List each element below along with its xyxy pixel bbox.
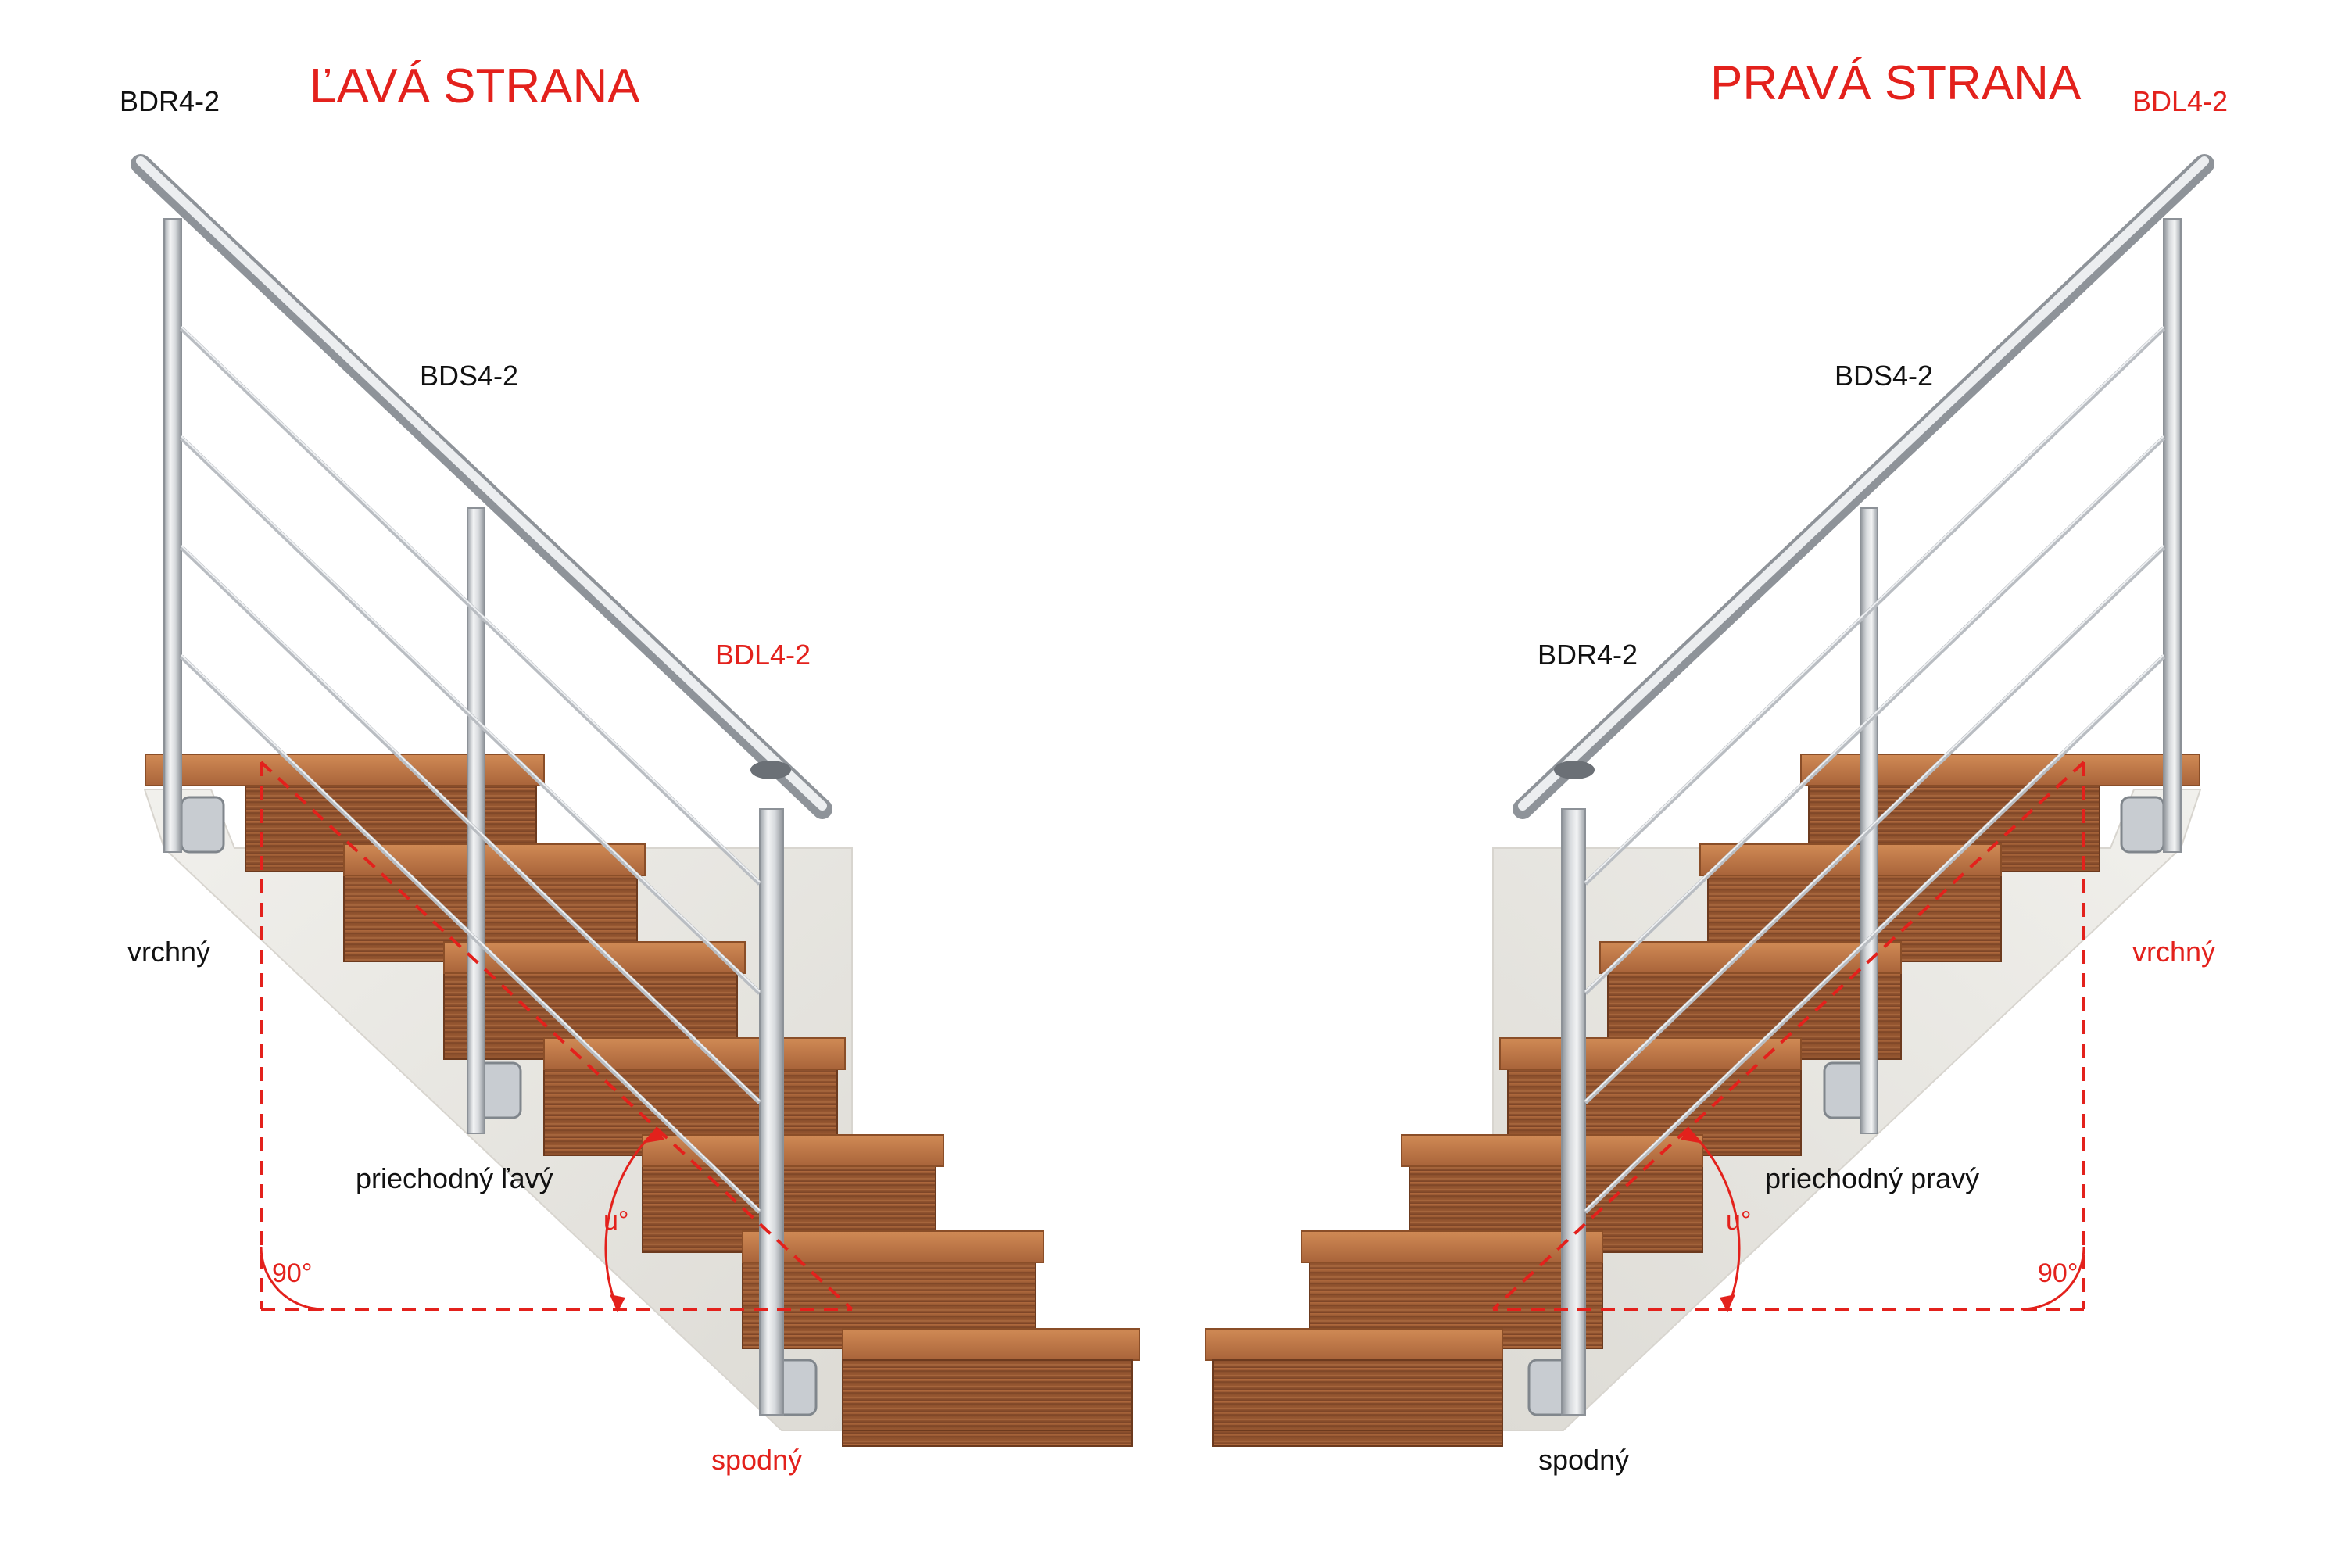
left-label-bottom: spodný bbox=[711, 1444, 803, 1476]
right-wall-bracket-1 bbox=[2120, 796, 2165, 854]
left-bottom-block bbox=[842, 1359, 1133, 1431]
left-bottom-post-code: BDL4-2 bbox=[715, 639, 811, 671]
right-slope-arrow-top bbox=[1681, 1126, 1699, 1143]
left-top-post-code: BDR4-2 bbox=[120, 85, 220, 117]
left-infill-rod-highlight-1 bbox=[181, 326, 761, 883]
right-post-2 bbox=[1860, 507, 1878, 1134]
left-infill-rod-3 bbox=[179, 545, 762, 1104]
right-label-top: vrchný bbox=[2132, 936, 2216, 968]
right-slope-angle-label: u° bbox=[1726, 1206, 1752, 1236]
left-label-passthrough: priechodný ľavý bbox=[356, 1162, 553, 1194]
right-step-2-tread bbox=[1699, 843, 2002, 876]
left-infill-rod-highlight-3 bbox=[181, 545, 761, 1102]
right-bottom-block bbox=[1212, 1359, 1503, 1431]
right-step-4-tread bbox=[1499, 1037, 1802, 1070]
right-infill-rod-highlight-4 bbox=[1584, 654, 2164, 1212]
left-right-angle-label: 90° bbox=[272, 1258, 313, 1288]
right-side-title: PRAVÁ STRANA bbox=[1710, 56, 2082, 110]
right-right-angle-label: 90° bbox=[2038, 1258, 2078, 1288]
left-post-1 bbox=[163, 218, 182, 853]
right-bottom-post-code: BDR4-2 bbox=[1538, 639, 1638, 671]
right-step-7-tread bbox=[1205, 1328, 1503, 1361]
right-infill-rod-2 bbox=[1583, 435, 2166, 995]
right-label-bottom: spodný bbox=[1538, 1444, 1630, 1476]
right-post-1 bbox=[2163, 218, 2182, 853]
right-infill-rod-highlight-2 bbox=[1584, 435, 2164, 993]
left-infill-rod-highlight-2 bbox=[181, 435, 761, 993]
right-slope-arrow-bottom bbox=[1720, 1294, 1735, 1312]
right-infill-rod-highlight-3 bbox=[1584, 545, 2164, 1102]
left-infill-rod-1 bbox=[179, 326, 762, 886]
left-slope-guide bbox=[260, 761, 854, 1311]
right-infill-rod-1 bbox=[1583, 326, 2166, 886]
left-post-3 bbox=[759, 808, 784, 1416]
left-middle-post-code: BDS4-2 bbox=[420, 360, 519, 392]
left-infill-rod-2 bbox=[179, 435, 762, 995]
left-staircase bbox=[131, 154, 1140, 1447]
left-slope-arrow-top bbox=[646, 1126, 664, 1143]
right-infill-rod-4 bbox=[1583, 654, 2166, 1214]
left-label-top: vrchný bbox=[127, 936, 211, 968]
left-step-6-tread bbox=[742, 1230, 1044, 1263]
left-handrail-highlight bbox=[136, 156, 827, 811]
right-infill-rod-highlight-1 bbox=[1584, 326, 2164, 883]
right-top-post-code: BDL4-2 bbox=[2132, 85, 2229, 117]
left-wall-bracket-1 bbox=[180, 796, 225, 854]
left-side-title: ĽAVÁ STRANA bbox=[310, 59, 640, 113]
right-slope-angle-arc bbox=[1687, 1128, 1741, 1310]
left-infill-rod-highlight-4 bbox=[181, 654, 761, 1212]
right-middle-post-code: BDS4-2 bbox=[1835, 360, 1934, 392]
right-staircase bbox=[1205, 154, 2214, 1447]
left-slope-arrow-bottom bbox=[610, 1294, 625, 1312]
left-right-angle-arc bbox=[260, 1246, 324, 1311]
right-post-3 bbox=[1561, 808, 1586, 1416]
right-handrail-highlight bbox=[1518, 156, 2209, 811]
left-rail-end-cap bbox=[750, 761, 791, 779]
right-step-6-tread bbox=[1301, 1230, 1603, 1263]
left-post-2 bbox=[467, 507, 485, 1134]
left-infill-rod-4 bbox=[179, 654, 762, 1214]
right-infill-rod-3 bbox=[1583, 545, 2166, 1104]
right-rail-end-cap bbox=[1554, 761, 1595, 779]
left-slope-angle-label: u° bbox=[603, 1206, 629, 1236]
right-label-passthrough: priechodný pravý bbox=[1765, 1162, 1980, 1194]
right-slope-guide bbox=[1491, 761, 2085, 1311]
right-right-angle-arc bbox=[2021, 1246, 2085, 1311]
left-step-7-tread bbox=[842, 1328, 1140, 1361]
left-slope-angle-arc bbox=[604, 1128, 658, 1310]
